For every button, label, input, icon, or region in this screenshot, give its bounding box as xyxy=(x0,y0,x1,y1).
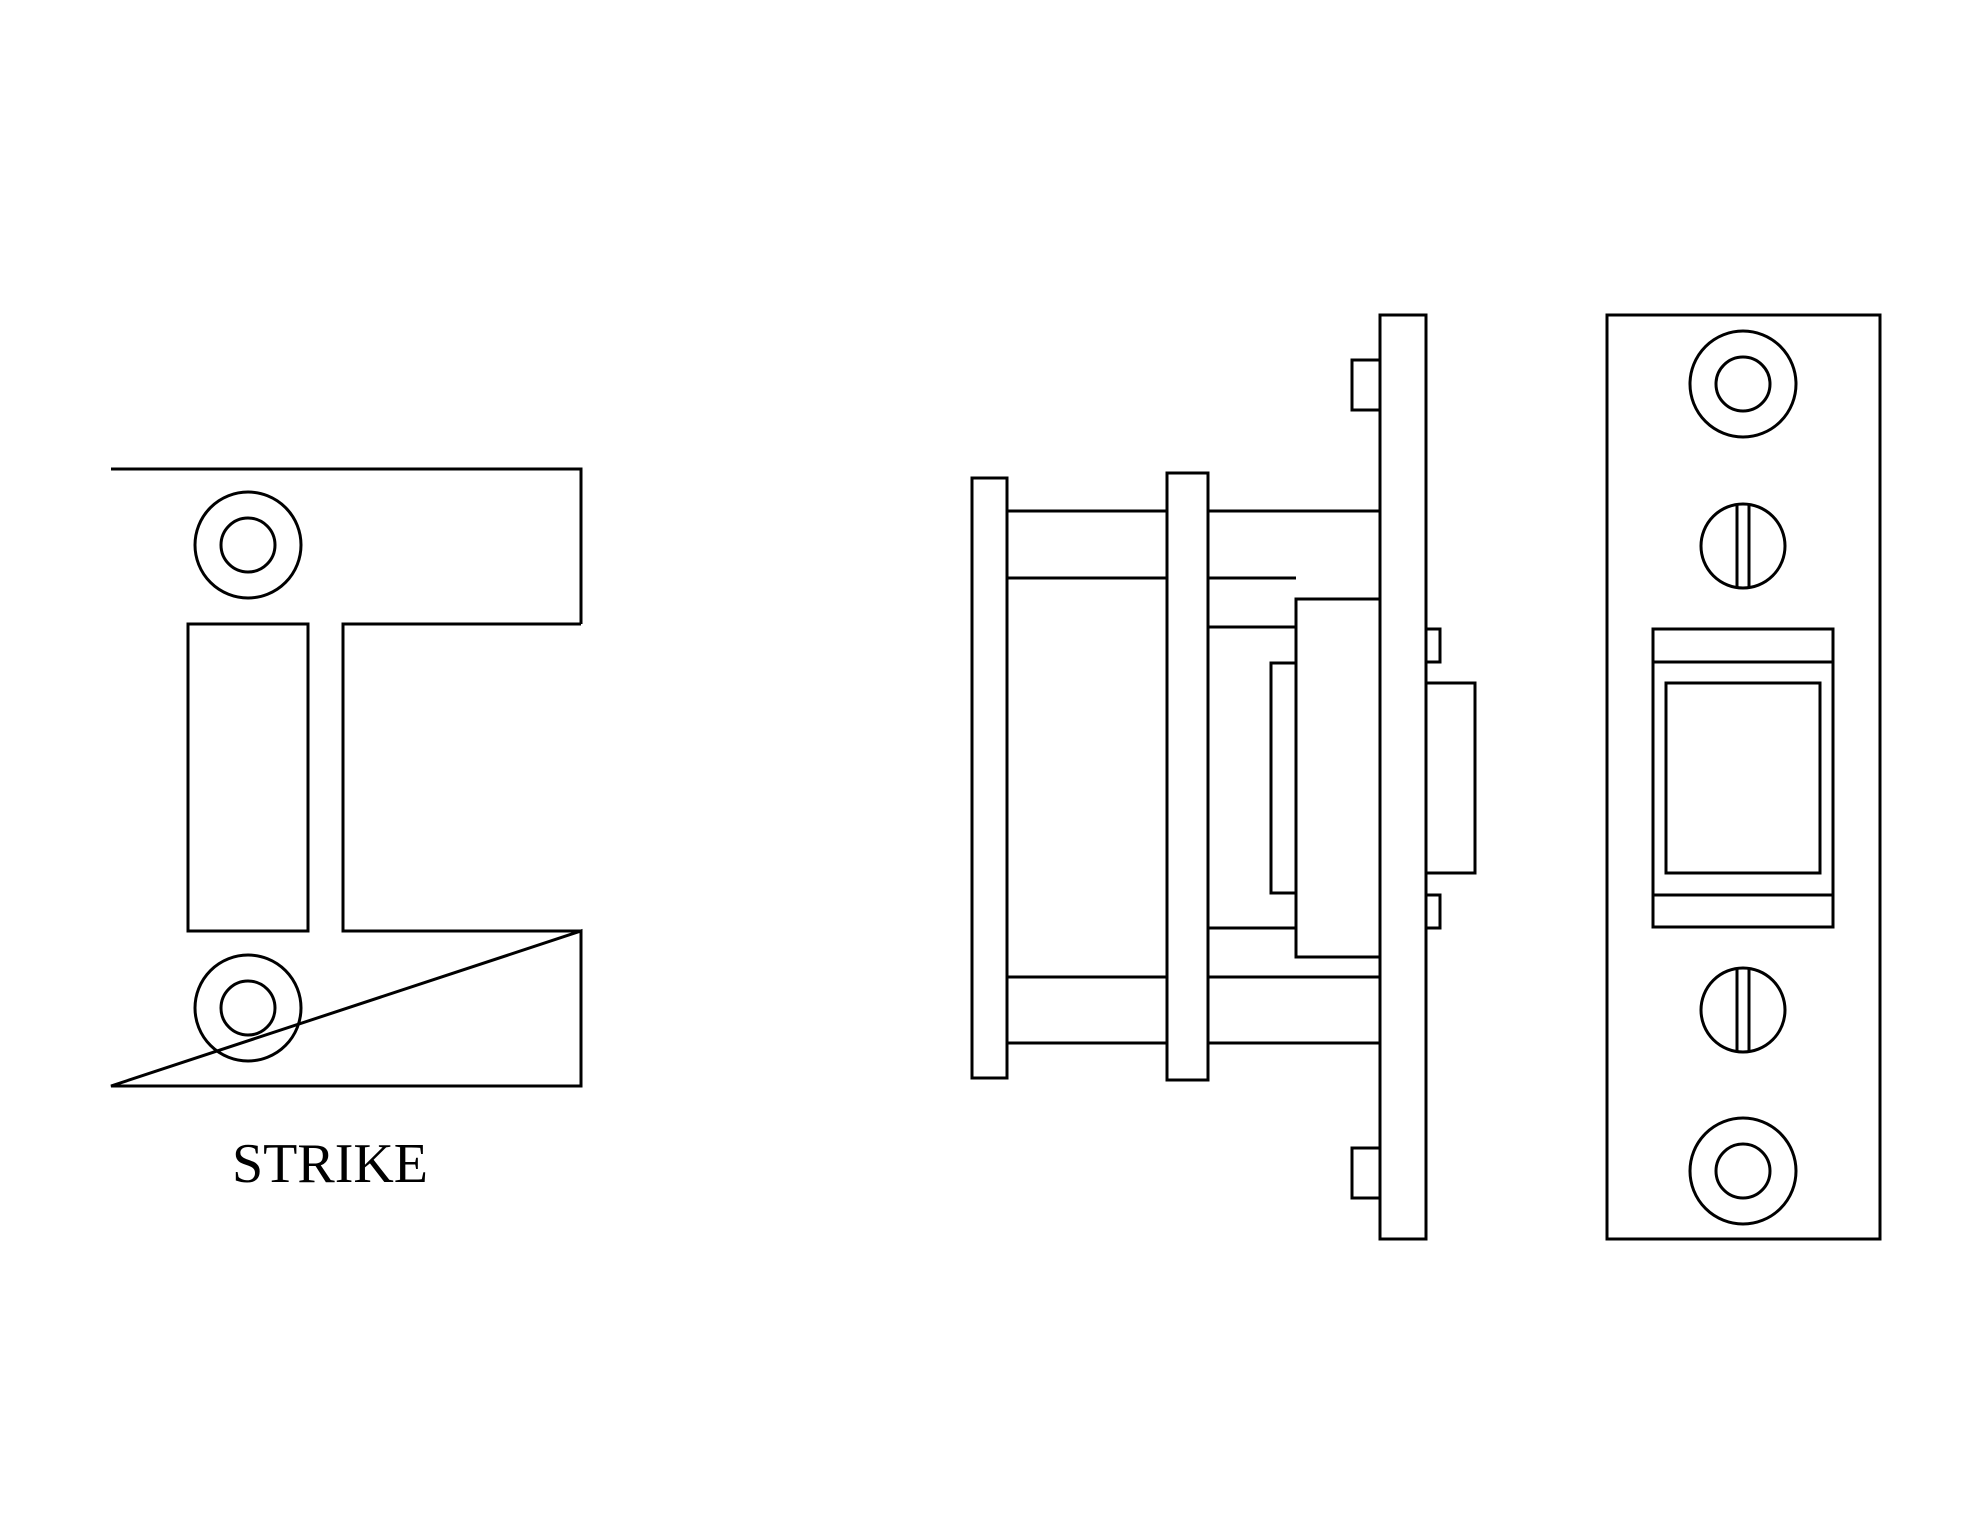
latch-bolt-side xyxy=(1424,681,1477,875)
latch-housing-block xyxy=(1294,597,1382,959)
latch-bolt-face xyxy=(1664,681,1822,875)
screw-hole-inner-ring xyxy=(219,979,277,1037)
strike-top-screw-hole xyxy=(193,490,303,600)
rear-end-plate xyxy=(970,476,1009,1080)
screw-hole-outer-ring xyxy=(1688,1116,1798,1226)
top-screw-head-side xyxy=(1350,358,1382,412)
lower-tab-side xyxy=(1424,893,1442,930)
face-plate-front xyxy=(1605,313,1882,1241)
strike-plate xyxy=(110,467,583,1088)
latch-guide-small xyxy=(1269,661,1298,895)
middle-bracket-plate xyxy=(1165,471,1210,1082)
screw-hole-outer-ring xyxy=(193,953,303,1063)
strike-bottom-screw-hole xyxy=(193,953,303,1063)
face-plate-top-screw-hole xyxy=(1688,329,1798,439)
screw-hole-inner-ring xyxy=(219,516,277,574)
screw-hole-outer-ring xyxy=(1688,329,1798,439)
bottom-screw-head-side xyxy=(1350,1146,1382,1200)
face-plate-bottom-screw-hole xyxy=(1688,1116,1798,1226)
strike-lip-opening xyxy=(341,622,581,933)
upper-housing-step xyxy=(1208,625,1296,930)
upper-tab-side xyxy=(1424,627,1442,664)
latch-bolt-frame xyxy=(1651,627,1835,929)
lower-slotted-screw-icon xyxy=(1699,966,1787,1054)
face-plate-side xyxy=(1378,313,1428,1241)
strike-plate-outline xyxy=(110,467,583,1088)
screw-hole-outer-ring xyxy=(193,490,303,600)
screw-hole-inner-ring xyxy=(1714,1142,1772,1200)
latch-side-view xyxy=(970,313,1477,1241)
latch-front-view xyxy=(1605,313,1882,1241)
upper-slotted-screw-icon xyxy=(1699,502,1787,590)
screw-hole-inner-ring xyxy=(1714,355,1772,413)
strike-label: STRIKE xyxy=(232,1133,428,1195)
strike-left-slot xyxy=(186,622,310,933)
